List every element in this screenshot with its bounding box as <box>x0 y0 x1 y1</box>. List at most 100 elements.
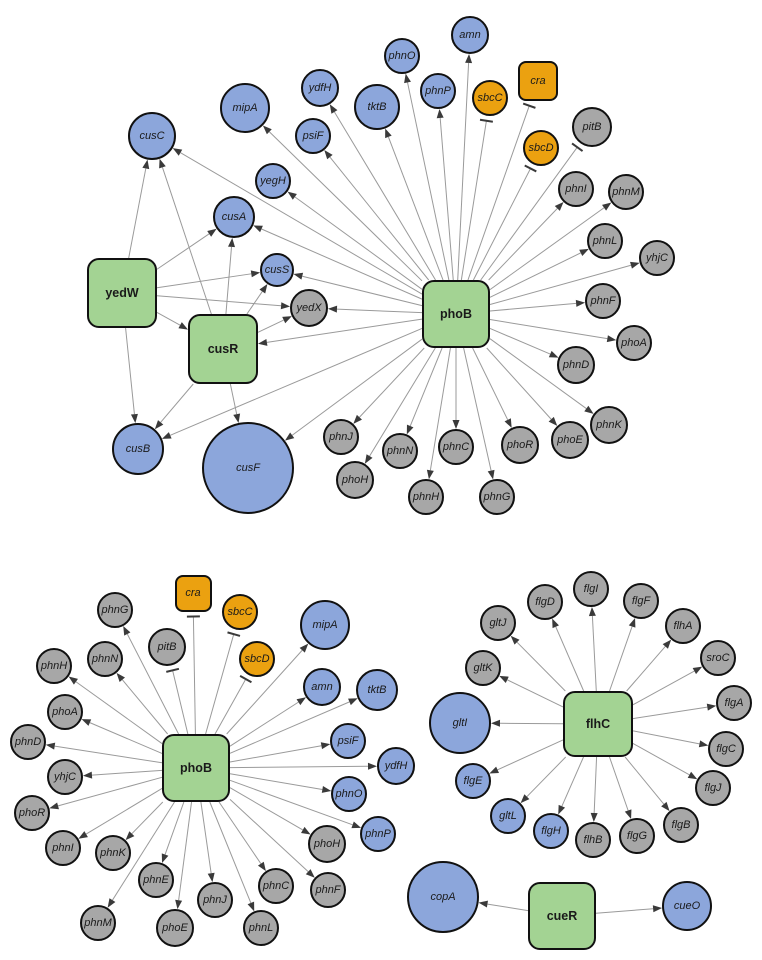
node-phnC[interactable]: phnC <box>258 868 294 904</box>
node-label: flgE <box>463 775 483 787</box>
node-flgJ[interactable]: flgJ <box>695 770 731 806</box>
node-tktB[interactable]: tktB <box>356 669 398 711</box>
node-phnE[interactable]: phnE <box>138 862 174 898</box>
node-label: cusS <box>264 264 290 276</box>
node-copA[interactable]: copA <box>407 861 479 933</box>
node-gltL[interactable]: gltL <box>490 798 526 834</box>
node-cueO[interactable]: cueO <box>662 881 712 931</box>
node-ydfH[interactable]: ydfH <box>301 69 339 107</box>
node-phoB[interactable]: phoB <box>162 734 230 802</box>
node-gltJ[interactable]: gltJ <box>480 605 516 641</box>
edge-flhC-flgH-activation <box>558 756 584 815</box>
node-phnO[interactable]: phnO <box>384 38 420 74</box>
node-phnO[interactable]: phnO <box>331 776 367 812</box>
node-mipA[interactable]: mipA <box>300 600 350 650</box>
node-flgG[interactable]: flgG <box>619 818 655 854</box>
node-tktB[interactable]: tktB <box>354 84 400 130</box>
node-flgA[interactable]: flgA <box>716 685 752 721</box>
node-phnN[interactable]: phnN <box>87 641 123 677</box>
node-sbcC[interactable]: sbcC <box>472 80 508 116</box>
node-phnP[interactable]: phnP <box>420 73 456 109</box>
node-flgF[interactable]: flgF <box>623 583 659 619</box>
node-flhA[interactable]: flhA <box>665 608 701 644</box>
node-sbcD[interactable]: sbcD <box>239 641 275 677</box>
node-sroC[interactable]: sroC <box>700 640 736 676</box>
node-phnG[interactable]: phnG <box>479 479 515 515</box>
node-phnN[interactable]: phnN <box>382 433 418 469</box>
node-phnH[interactable]: phnH <box>408 479 444 515</box>
node-phoA[interactable]: phoA <box>47 694 83 730</box>
node-phnD[interactable]: phnD <box>10 724 46 760</box>
node-pitB[interactable]: pitB <box>148 628 186 666</box>
node-flhC[interactable]: flhC <box>563 691 633 757</box>
node-phoR[interactable]: phoR <box>501 426 539 464</box>
node-phnK[interactable]: phnK <box>590 406 628 444</box>
node-phnC[interactable]: phnC <box>438 429 474 465</box>
node-phnI[interactable]: phnI <box>45 830 81 866</box>
node-cusB[interactable]: cusB <box>112 423 164 475</box>
node-gltK[interactable]: gltK <box>465 650 501 686</box>
node-phoH[interactable]: phoH <box>336 461 374 499</box>
node-psiF[interactable]: psiF <box>295 118 331 154</box>
node-sbcD[interactable]: sbcD <box>523 130 559 166</box>
node-yhjC[interactable]: yhjC <box>47 759 83 795</box>
node-flgI[interactable]: flgI <box>573 571 609 607</box>
node-yhjC[interactable]: yhjC <box>639 240 675 276</box>
edge-phoB-phnF-activation <box>489 299 586 312</box>
node-phoA[interactable]: phoA <box>616 325 652 361</box>
node-phnL[interactable]: phnL <box>587 223 623 259</box>
node-phnK[interactable]: phnK <box>95 835 131 871</box>
node-cra[interactable]: cra <box>518 61 558 101</box>
node-label: phoE <box>162 922 188 934</box>
node-phnH[interactable]: phnH <box>36 648 72 684</box>
node-cusF[interactable]: cusF <box>202 422 294 514</box>
node-phoE[interactable]: phoE <box>156 909 194 947</box>
node-yedX[interactable]: yedX <box>290 289 328 327</box>
node-pitB[interactable]: pitB <box>572 107 612 147</box>
node-phnF[interactable]: phnF <box>585 283 621 319</box>
node-phnF[interactable]: phnF <box>310 872 346 908</box>
node-phoH[interactable]: phoH <box>308 825 346 863</box>
edge-yedW-cusB-activation <box>125 327 138 424</box>
node-flgC[interactable]: flgC <box>708 731 744 767</box>
node-phoB[interactable]: phoB <box>422 280 490 348</box>
edge-phoB-cusF-activation <box>284 338 423 441</box>
node-flgH[interactable]: flgH <box>533 813 569 849</box>
node-phnM[interactable]: phnM <box>608 174 644 210</box>
node-phnI[interactable]: phnI <box>558 171 594 207</box>
node-label: cra <box>185 587 201 599</box>
node-amn[interactable]: amn <box>303 668 341 706</box>
node-phnL[interactable]: phnL <box>243 910 279 946</box>
node-phoE[interactable]: phoE <box>551 421 589 459</box>
node-sbcC[interactable]: sbcC <box>222 594 258 630</box>
node-flgB[interactable]: flgB <box>663 807 699 843</box>
node-phnD[interactable]: phnD <box>557 346 595 384</box>
node-cueR[interactable]: cueR <box>528 882 596 950</box>
node-flhB[interactable]: flhB <box>575 822 611 858</box>
edge-flhC-gltL-activation <box>520 756 567 804</box>
node-flgD[interactable]: flgD <box>527 584 563 620</box>
node-cusR[interactable]: cusR <box>188 314 258 384</box>
node-phnM[interactable]: phnM <box>80 905 116 941</box>
node-cra[interactable]: cra <box>174 574 212 612</box>
node-phnG[interactable]: phnG <box>97 592 133 628</box>
node-label: copA <box>430 891 456 903</box>
node-ydfH[interactable]: ydfH <box>377 747 415 785</box>
node-psiF[interactable]: psiF <box>330 723 366 759</box>
node-phnP[interactable]: phnP <box>360 816 396 852</box>
node-label: phoE <box>557 434 583 446</box>
node-flgE[interactable]: flgE <box>455 763 491 799</box>
node-amn[interactable]: amn <box>451 16 489 54</box>
node-cusS[interactable]: cusS <box>260 253 294 287</box>
node-phnJ[interactable]: phnJ <box>323 419 359 455</box>
node-phnJ[interactable]: phnJ <box>197 882 233 918</box>
node-phoR[interactable]: phoR <box>14 795 50 831</box>
node-cusA[interactable]: cusA <box>213 196 255 238</box>
edge-yedW-cusS-activation <box>156 270 261 289</box>
node-cusC[interactable]: cusC <box>128 112 176 160</box>
node-yegH[interactable]: yegH <box>255 163 291 199</box>
node-mipA[interactable]: mipA <box>220 83 270 133</box>
node-yedW[interactable]: yedW <box>87 258 157 328</box>
node-gltI[interactable]: gltI <box>429 692 491 754</box>
